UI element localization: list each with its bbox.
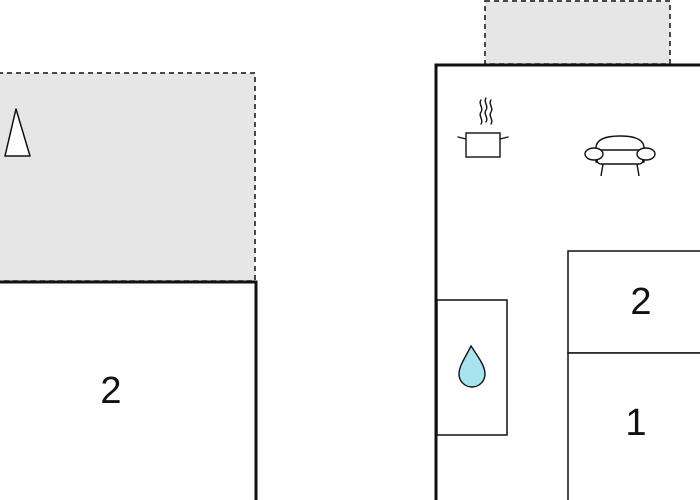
outdoor-balcony-right: [484, 0, 671, 65]
cooking-pot-icon: [457, 97, 509, 158]
sofa-icon: [584, 135, 656, 177]
right-building: 2 1: [434, 0, 700, 500]
bedroom-right-lower-label: 1: [625, 402, 646, 444]
tent-icon: [4, 108, 31, 157]
bedroom-left: [0, 280, 258, 500]
bedroom-right-lower: [567, 352, 700, 500]
bedroom-right-upper-label: 2: [630, 281, 651, 323]
water-drop-icon: [458, 344, 486, 388]
left-building: 2: [0, 72, 258, 500]
outdoor-terrace-left: [0, 72, 256, 282]
bedroom-left-label: 2: [100, 370, 121, 412]
